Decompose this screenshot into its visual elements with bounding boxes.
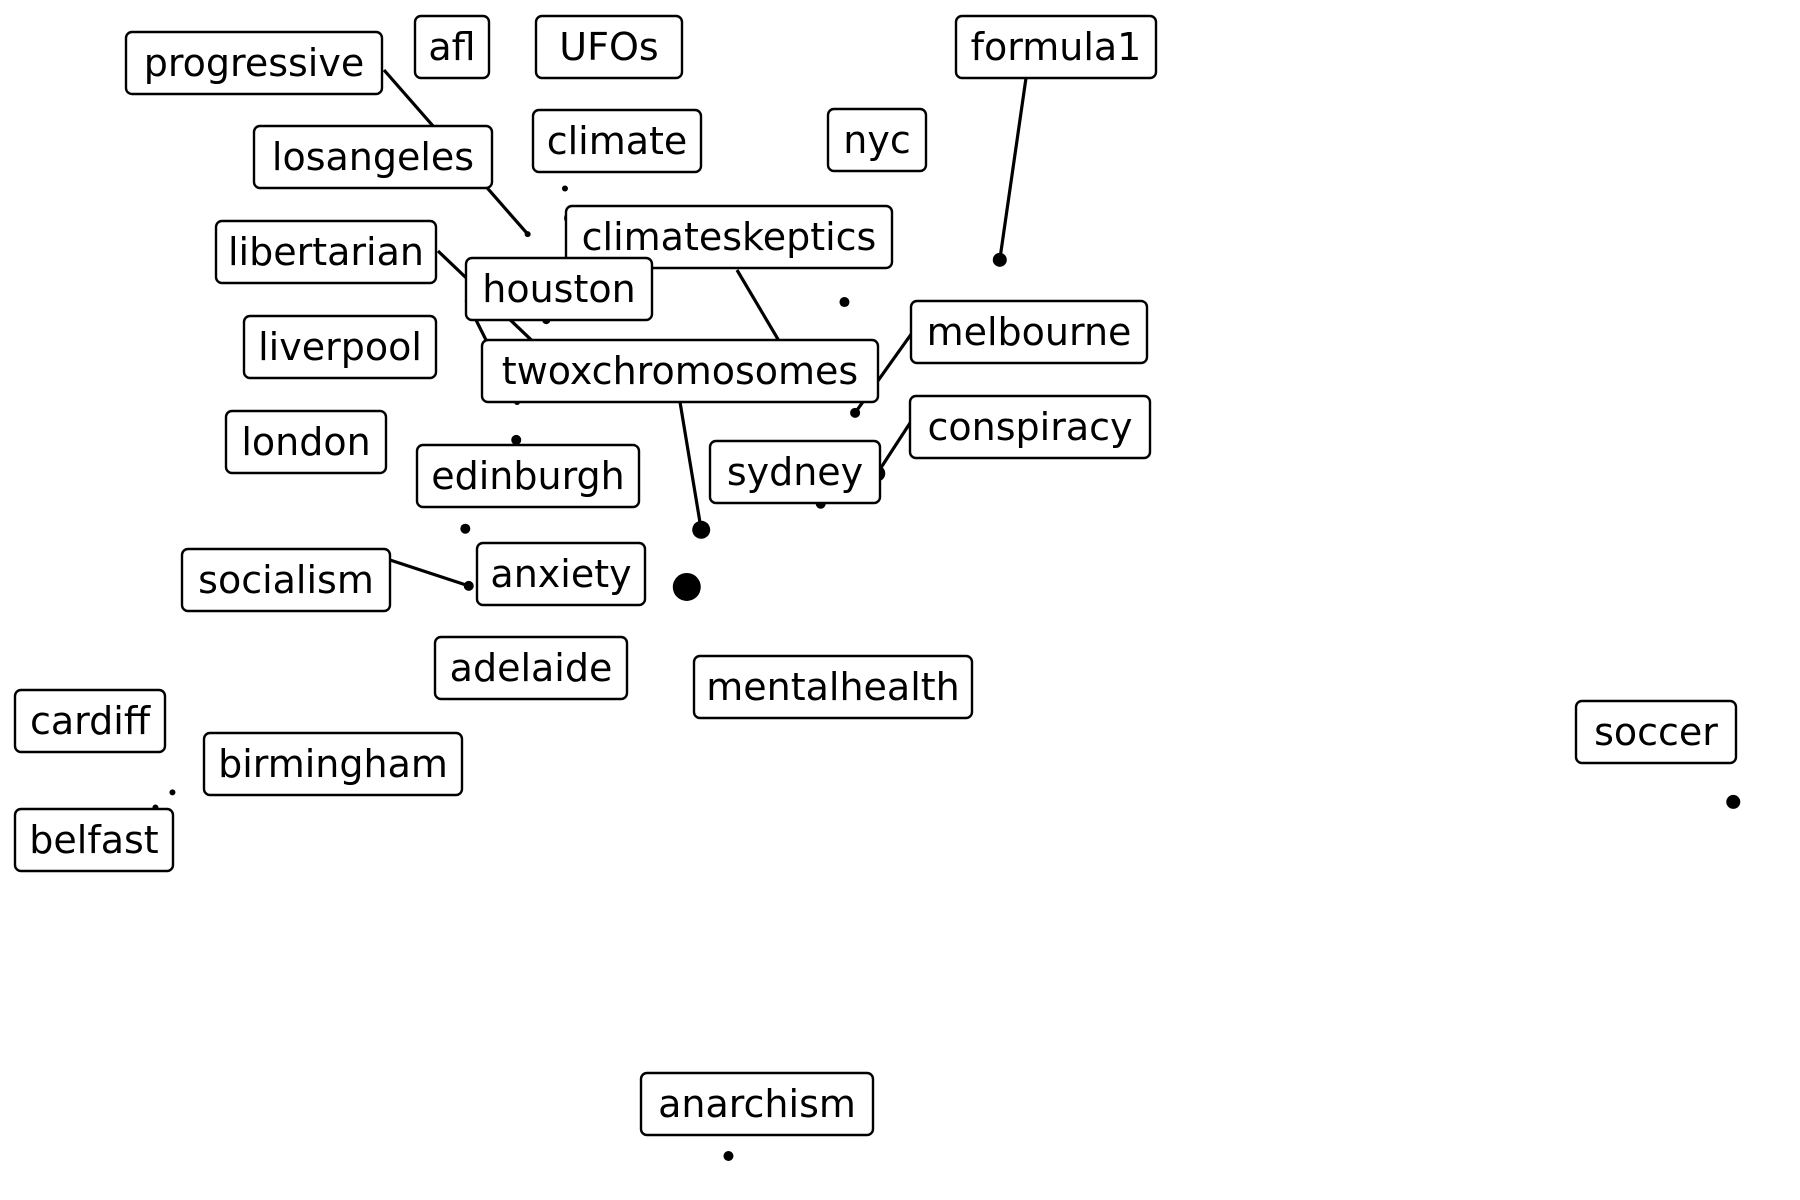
label-text: houston: [482, 267, 635, 311]
label-text: adelaide: [450, 646, 613, 690]
leader-line-conspiracy: [875, 419, 914, 475]
label-london: london: [224, 409, 388, 475]
leader-line-formula1: [998, 77, 1028, 261]
point-anarchism: [723, 1151, 734, 1161]
label-text: climate: [547, 119, 688, 163]
label-libertarian: libertarian: [214, 219, 438, 285]
label-text: belfast: [29, 818, 158, 862]
label-progressive: progressive: [124, 30, 384, 96]
label-text: birmingham: [218, 742, 448, 786]
label-losangeles: losangeles: [252, 124, 494, 190]
label-text: cardiff: [30, 699, 151, 743]
point-nyc: [839, 297, 850, 308]
label-mentalhealth: mentalhealth: [692, 654, 974, 720]
point-labels: afl UFOs progressive climate losangeles liber…: [13, 14, 1738, 1137]
label-box: [214, 219, 438, 285]
label-text: libertarian: [228, 230, 424, 274]
label-box: [433, 635, 629, 701]
leader-line-socialism: [389, 558, 470, 588]
label-nyc: nyc: [826, 107, 928, 173]
point-melbourne: [850, 407, 861, 418]
label-adelaide: adelaide: [433, 635, 629, 701]
label-box: [464, 256, 654, 322]
label-box: [564, 204, 894, 270]
label-box: [13, 807, 175, 873]
label-box: [826, 107, 928, 173]
label-text: climateskeptics: [582, 215, 877, 259]
label-text: melbourne: [927, 310, 1132, 354]
label-box: [180, 547, 392, 613]
label-text: london: [241, 420, 370, 464]
point-london: [460, 523, 471, 534]
label-twoxchromosomes: twoxchromosomes: [480, 338, 880, 404]
label-birmingham: birmingham: [202, 731, 464, 797]
label-ufos: UFOs: [534, 14, 684, 80]
label-text: socialism: [198, 558, 374, 602]
point-socialism: [463, 580, 474, 591]
label-climate: climate: [531, 108, 703, 174]
label-belfast: belfast: [13, 807, 175, 873]
point-anxiety: [672, 572, 701, 601]
label-liverpool: liverpool: [242, 314, 438, 380]
label-conspiracy: conspiracy: [908, 394, 1152, 460]
label-edinburgh: edinburgh: [415, 443, 641, 509]
label-houston: houston: [464, 256, 654, 322]
label-soccer: soccer: [1574, 699, 1738, 765]
label-text: formula1: [971, 25, 1142, 69]
label-formula1: formula1: [954, 14, 1158, 80]
point-cardiff: [169, 789, 176, 796]
label-box: [1574, 699, 1738, 765]
label-text: losangeles: [272, 135, 474, 179]
label-box: [413, 14, 491, 80]
label-text: sydney: [727, 450, 863, 494]
label-text: soccer: [1594, 710, 1718, 754]
label-cardiff: cardiff: [13, 688, 167, 754]
label-text: anxiety: [490, 552, 631, 596]
label-box: [124, 30, 384, 96]
point-afl: [561, 185, 568, 192]
point-soccer: [1726, 794, 1741, 809]
label-afl: afl: [413, 14, 491, 80]
label-text: edinburgh: [431, 454, 625, 498]
label-text: liverpool: [258, 325, 422, 369]
label-box: [708, 439, 882, 505]
label-climateskeptics: climateskeptics: [564, 204, 894, 270]
label-box: [13, 688, 167, 754]
label-text: progressive: [144, 41, 364, 85]
label-box: [415, 443, 641, 509]
label-box: [475, 541, 647, 607]
label-text: nyc: [843, 118, 910, 162]
label-anxiety: anxiety: [475, 541, 647, 607]
label-anarchism: anarchism: [639, 1071, 875, 1137]
label-sydney: sydney: [708, 439, 882, 505]
point-twoxchromosomes: [692, 520, 711, 539]
leader-line-twoxchromosomes: [678, 401, 703, 531]
label-text: mentalhealth: [706, 665, 960, 709]
label-box: [202, 731, 464, 797]
label-melbourne: melbourne: [909, 299, 1149, 365]
label-text: anarchism: [658, 1082, 856, 1126]
point-progressive: [524, 231, 531, 238]
label-text: twoxchromosomes: [502, 349, 858, 393]
label-box: [954, 14, 1158, 80]
label-box: [908, 394, 1152, 460]
point-formula1: [992, 252, 1007, 267]
point-liverpool: [511, 434, 522, 445]
label-text: conspiracy: [928, 405, 1133, 449]
label-box: [639, 1071, 875, 1137]
label-box: [692, 654, 974, 720]
label-box: [252, 124, 494, 190]
label-box: [531, 108, 703, 174]
label-text: UFOs: [559, 25, 658, 69]
label-socialism: socialism: [180, 547, 392, 613]
label-box: [480, 338, 880, 404]
label-box: [909, 299, 1149, 365]
label-box: [242, 314, 438, 380]
label-box: [534, 14, 684, 80]
label-box: [224, 409, 388, 475]
label-text: afl: [428, 25, 475, 69]
